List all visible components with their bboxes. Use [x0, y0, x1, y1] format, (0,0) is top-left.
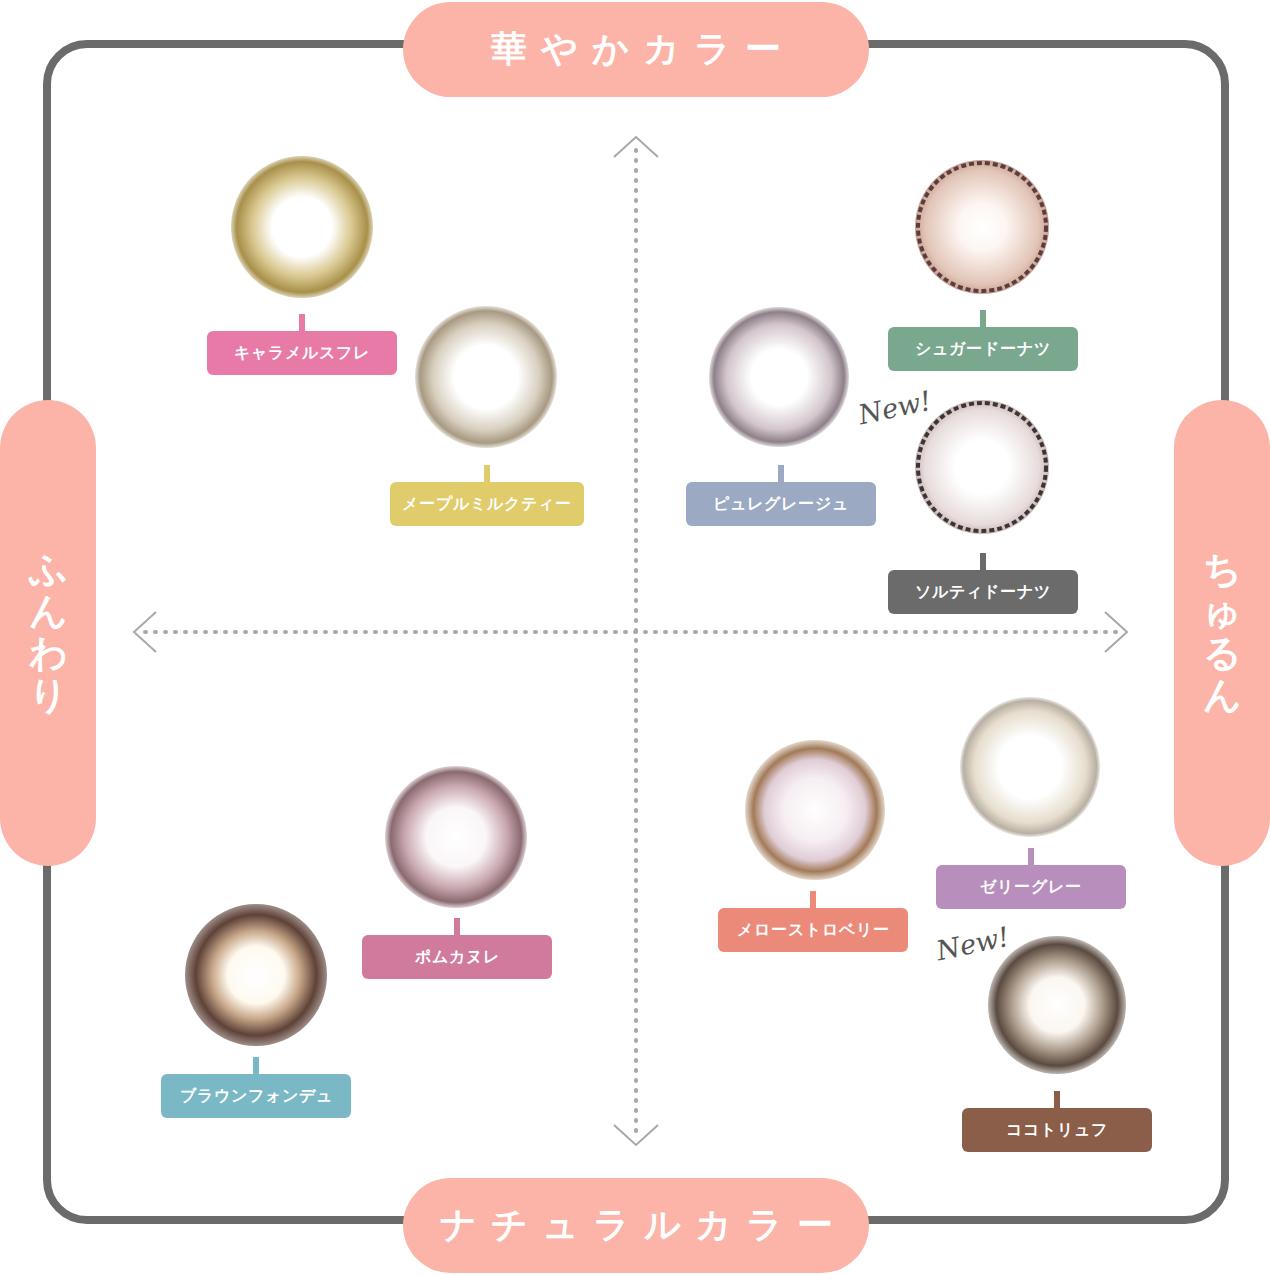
- horizontal-axis: [145, 630, 1122, 634]
- product-name: ゼリーグレー: [980, 877, 1082, 898]
- new-badge: New!: [856, 385, 934, 431]
- axis-chevron: [134, 612, 156, 652]
- lens-image: [709, 307, 849, 447]
- lens-image: [915, 400, 1049, 534]
- product-name: メープルミルクティー: [402, 494, 572, 515]
- axis-chevron: [1105, 612, 1127, 652]
- lens-image: [231, 156, 373, 298]
- lens-image: [385, 766, 527, 908]
- lens-image: [185, 904, 327, 1046]
- product-name: シュガードーナツ: [915, 339, 1051, 360]
- axis-label: ふんわり: [0, 400, 96, 866]
- lens-image: [745, 740, 885, 880]
- lens-rim: [918, 403, 1046, 531]
- product-tag: ポムカヌレ: [362, 935, 552, 979]
- product-tag: メープルミルクティー: [390, 482, 584, 526]
- lens-image: [915, 160, 1049, 294]
- lens-rim: [918, 163, 1046, 291]
- axis-text: ちゅるん: [1203, 549, 1241, 716]
- product-name: ブラウンフォンデュ: [180, 1086, 333, 1107]
- product-name: キャラメルスフレ: [234, 343, 370, 364]
- product-tag: ココトリュフ: [962, 1108, 1152, 1152]
- product-name: ソルティドーナツ: [915, 582, 1051, 603]
- new-badge: New!: [934, 921, 1012, 967]
- product-name: ピュレグレージュ: [713, 494, 849, 515]
- map-frame: [47, 44, 1225, 1220]
- lens-image: [415, 306, 557, 448]
- product-tag: ゼリーグレー: [936, 865, 1126, 909]
- product-tag: ピュレグレージュ: [686, 482, 876, 526]
- axis-label: ちゅるん: [1174, 400, 1270, 866]
- product-tag: キャラメルスフレ: [207, 331, 397, 375]
- product-name: ポムカヌレ: [415, 947, 500, 968]
- lens-image: [960, 697, 1100, 837]
- axis-label: ナチュラルカラー: [403, 1178, 869, 1273]
- lens-image: [988, 936, 1126, 1074]
- product-name: メローストロベリー: [737, 920, 890, 941]
- axis-label: 華やかカラー: [403, 2, 869, 97]
- axis-chevron: [614, 1125, 658, 1145]
- axis-text: 華やかカラー: [477, 25, 795, 74]
- axis-chevron: [614, 137, 658, 157]
- vertical-axis: [634, 150, 638, 1138]
- product-tag: シュガードーナツ: [888, 327, 1078, 371]
- product-tag: ブラウンフォンデュ: [161, 1074, 351, 1118]
- axis-text: ふんわり: [29, 549, 67, 716]
- product-name: ココトリュフ: [1006, 1120, 1108, 1141]
- product-tag: ソルティドーナツ: [888, 570, 1078, 614]
- product-tag: メローストロベリー: [718, 908, 908, 952]
- axis-text: ナチュラルカラー: [426, 1201, 847, 1250]
